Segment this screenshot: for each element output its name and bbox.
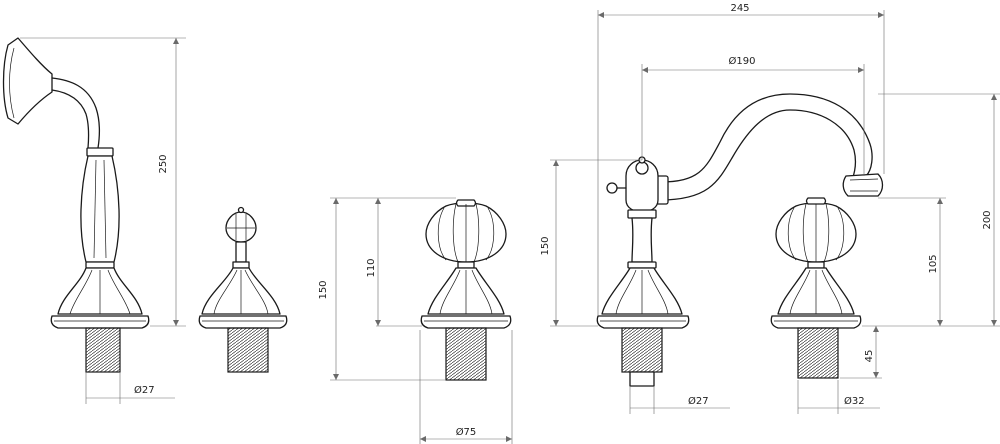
dim-label-190: Ø190	[729, 55, 756, 67]
hand-shower	[2, 37, 150, 373]
dim-label-105: 105	[928, 254, 939, 273]
spout	[596, 93, 884, 387]
left-valve	[420, 199, 512, 381]
diverter-valve	[198, 206, 288, 373]
dim-label-32: Ø32	[844, 395, 865, 407]
dim-label-110: 110	[366, 258, 377, 277]
dim-label-75: Ø75	[456, 426, 477, 438]
dim-overall-height: 200	[862, 93, 1000, 327]
dim-valve-heights: 150 110	[318, 197, 456, 381]
right-valve	[770, 197, 862, 379]
dim-spout-thread: Ø27	[629, 386, 730, 414]
dim-right-thread: Ø32	[797, 380, 880, 414]
dim-valve-flange: Ø75	[419, 330, 513, 444]
dim-spout-height: 150	[540, 159, 642, 327]
dim-label-150-right: 150	[540, 236, 551, 255]
dim-label-45: 45	[864, 350, 875, 363]
dim-spout-width: 245	[597, 3, 885, 316]
dim-outlet-height: 105	[878, 197, 946, 326]
dim-hand-shower-height: 250	[20, 37, 186, 327]
dim-label-27-left: Ø27	[134, 384, 155, 396]
dim-shank-length: 45	[840, 326, 882, 379]
dim-label-250: 250	[158, 154, 169, 173]
dim-hand-shower-thread: Ø27	[85, 372, 175, 404]
dim-label-245: 245	[730, 3, 749, 14]
dim-label-150-left: 150	[318, 280, 329, 299]
dim-label-200: 200	[982, 210, 993, 229]
dim-label-27-right: Ø27	[688, 395, 709, 407]
dim-spout-reach: Ø190	[641, 55, 865, 176]
